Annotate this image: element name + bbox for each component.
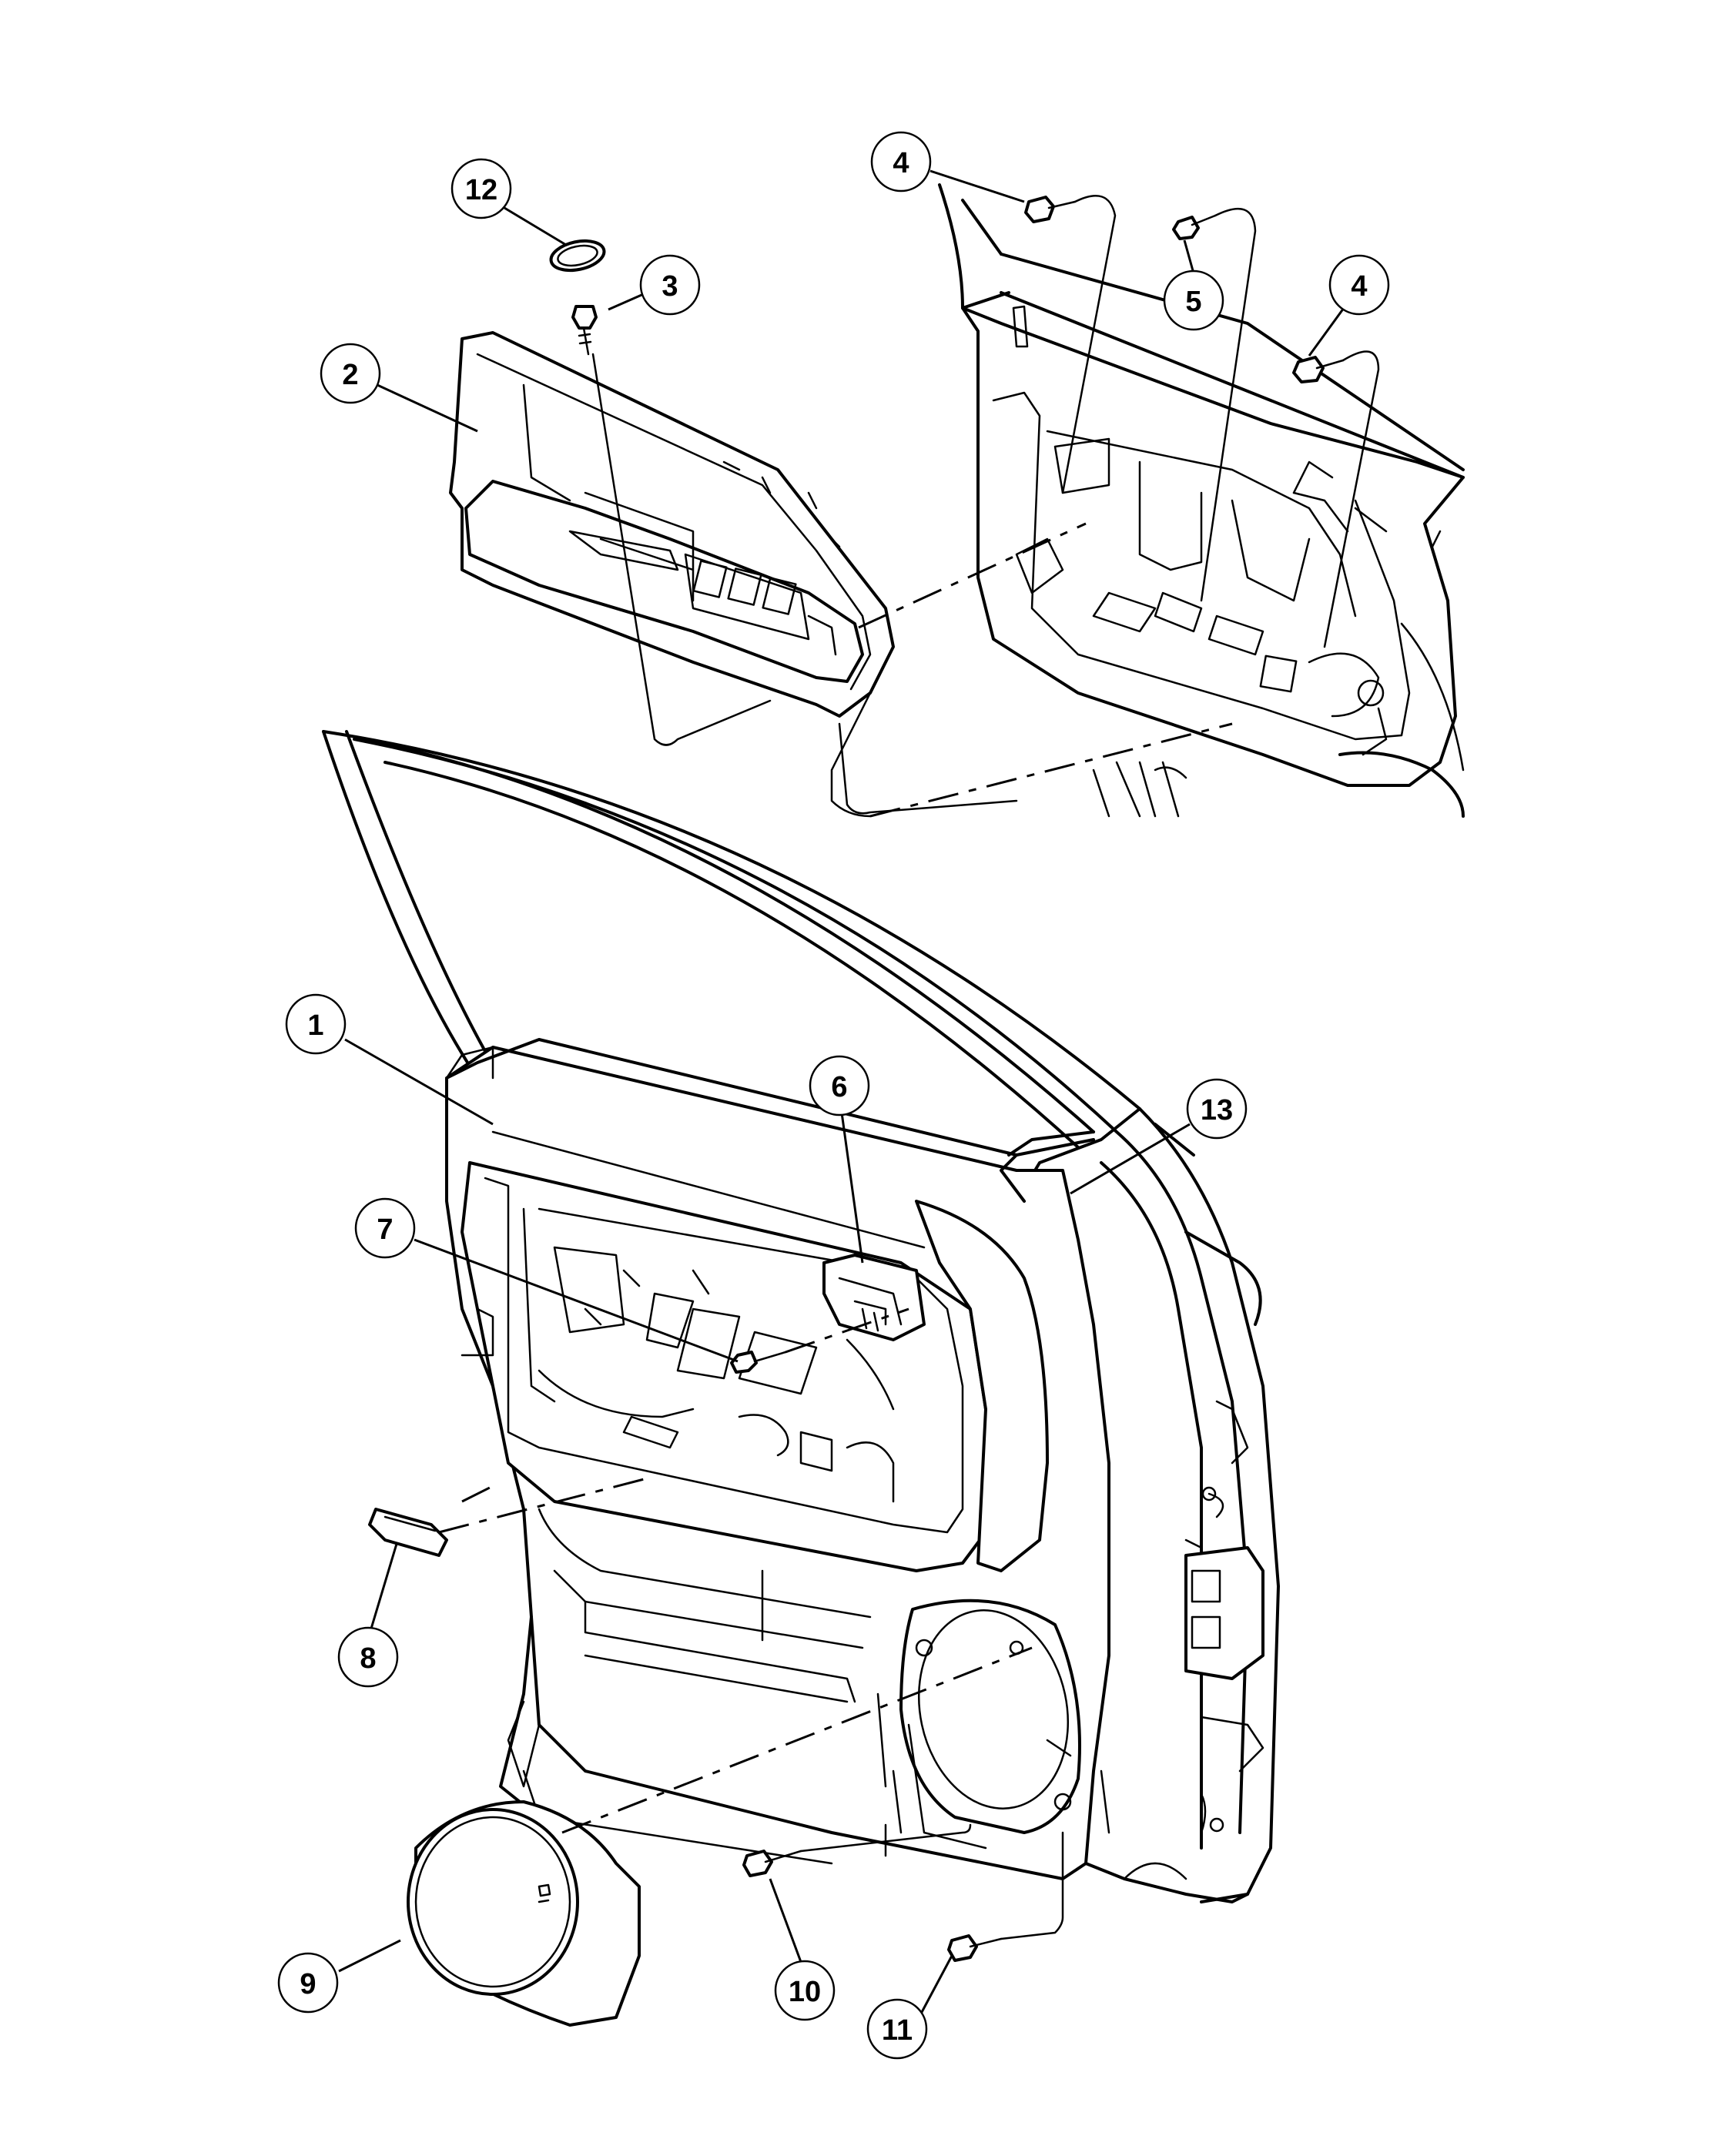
- callout-label-1: 1: [307, 1009, 323, 1042]
- callout-label-7: 7: [377, 1214, 393, 1246]
- callout-label-3: 3: [662, 270, 678, 303]
- callout-4-upper: 4: [870, 131, 1025, 203]
- door-shell-13: [322, 730, 1280, 1903]
- callout-label-9: 9: [300, 1968, 316, 2000]
- screw-11: [947, 1934, 1003, 1962]
- clip-12: [549, 239, 606, 273]
- screw-10: [742, 1850, 802, 1877]
- callout-10: 10: [769, 1878, 836, 2021]
- callout-label-6: 6: [831, 1071, 847, 1103]
- callout-1: 1: [285, 993, 494, 1126]
- door-trim-panel-1: [445, 1038, 1110, 1880]
- armrest-bezel-assembly: [449, 331, 895, 718]
- callout-label-4b: 4: [1351, 270, 1367, 303]
- callout-2: 2: [320, 343, 478, 433]
- callout-label-12: 12: [465, 174, 497, 206]
- bolt-5: [1172, 214, 1217, 240]
- callout-label-11: 11: [882, 2014, 913, 2047]
- callout-5: 5: [1163, 239, 1224, 331]
- callout-label-5: 5: [1185, 286, 1201, 318]
- screw-3: [571, 305, 598, 356]
- callout-4-lower: 4: [1308, 254, 1390, 357]
- callout-label-13: 13: [1201, 1094, 1233, 1127]
- screw-7: [730, 1351, 787, 1374]
- alignment-lines: [438, 522, 1233, 1940]
- callout-label-8: 8: [360, 1642, 376, 1675]
- interior-handle-6: [822, 1254, 926, 1341]
- bolt-4-upper: [1024, 196, 1077, 223]
- callout-11: 11: [866, 1955, 953, 2060]
- pull-cup-8: [368, 1508, 448, 1557]
- bolt-4-lower: [1292, 356, 1345, 383]
- callout-8: 8: [337, 1543, 399, 1688]
- callout-label-4a: 4: [893, 147, 909, 179]
- callout-6: 6: [809, 1055, 870, 1264]
- callout-9: 9: [277, 1939, 401, 2014]
- callout-12: 12: [451, 158, 567, 246]
- callout-13: 13: [1070, 1078, 1248, 1195]
- speaker-grille-9: [407, 1800, 641, 2027]
- callout-7: 7: [354, 1197, 739, 1363]
- callout-label-10: 10: [789, 1976, 821, 2008]
- door-panel-detail-view: [938, 183, 1465, 818]
- callout-3: 3: [608, 254, 701, 316]
- callout-label-2: 2: [342, 359, 358, 391]
